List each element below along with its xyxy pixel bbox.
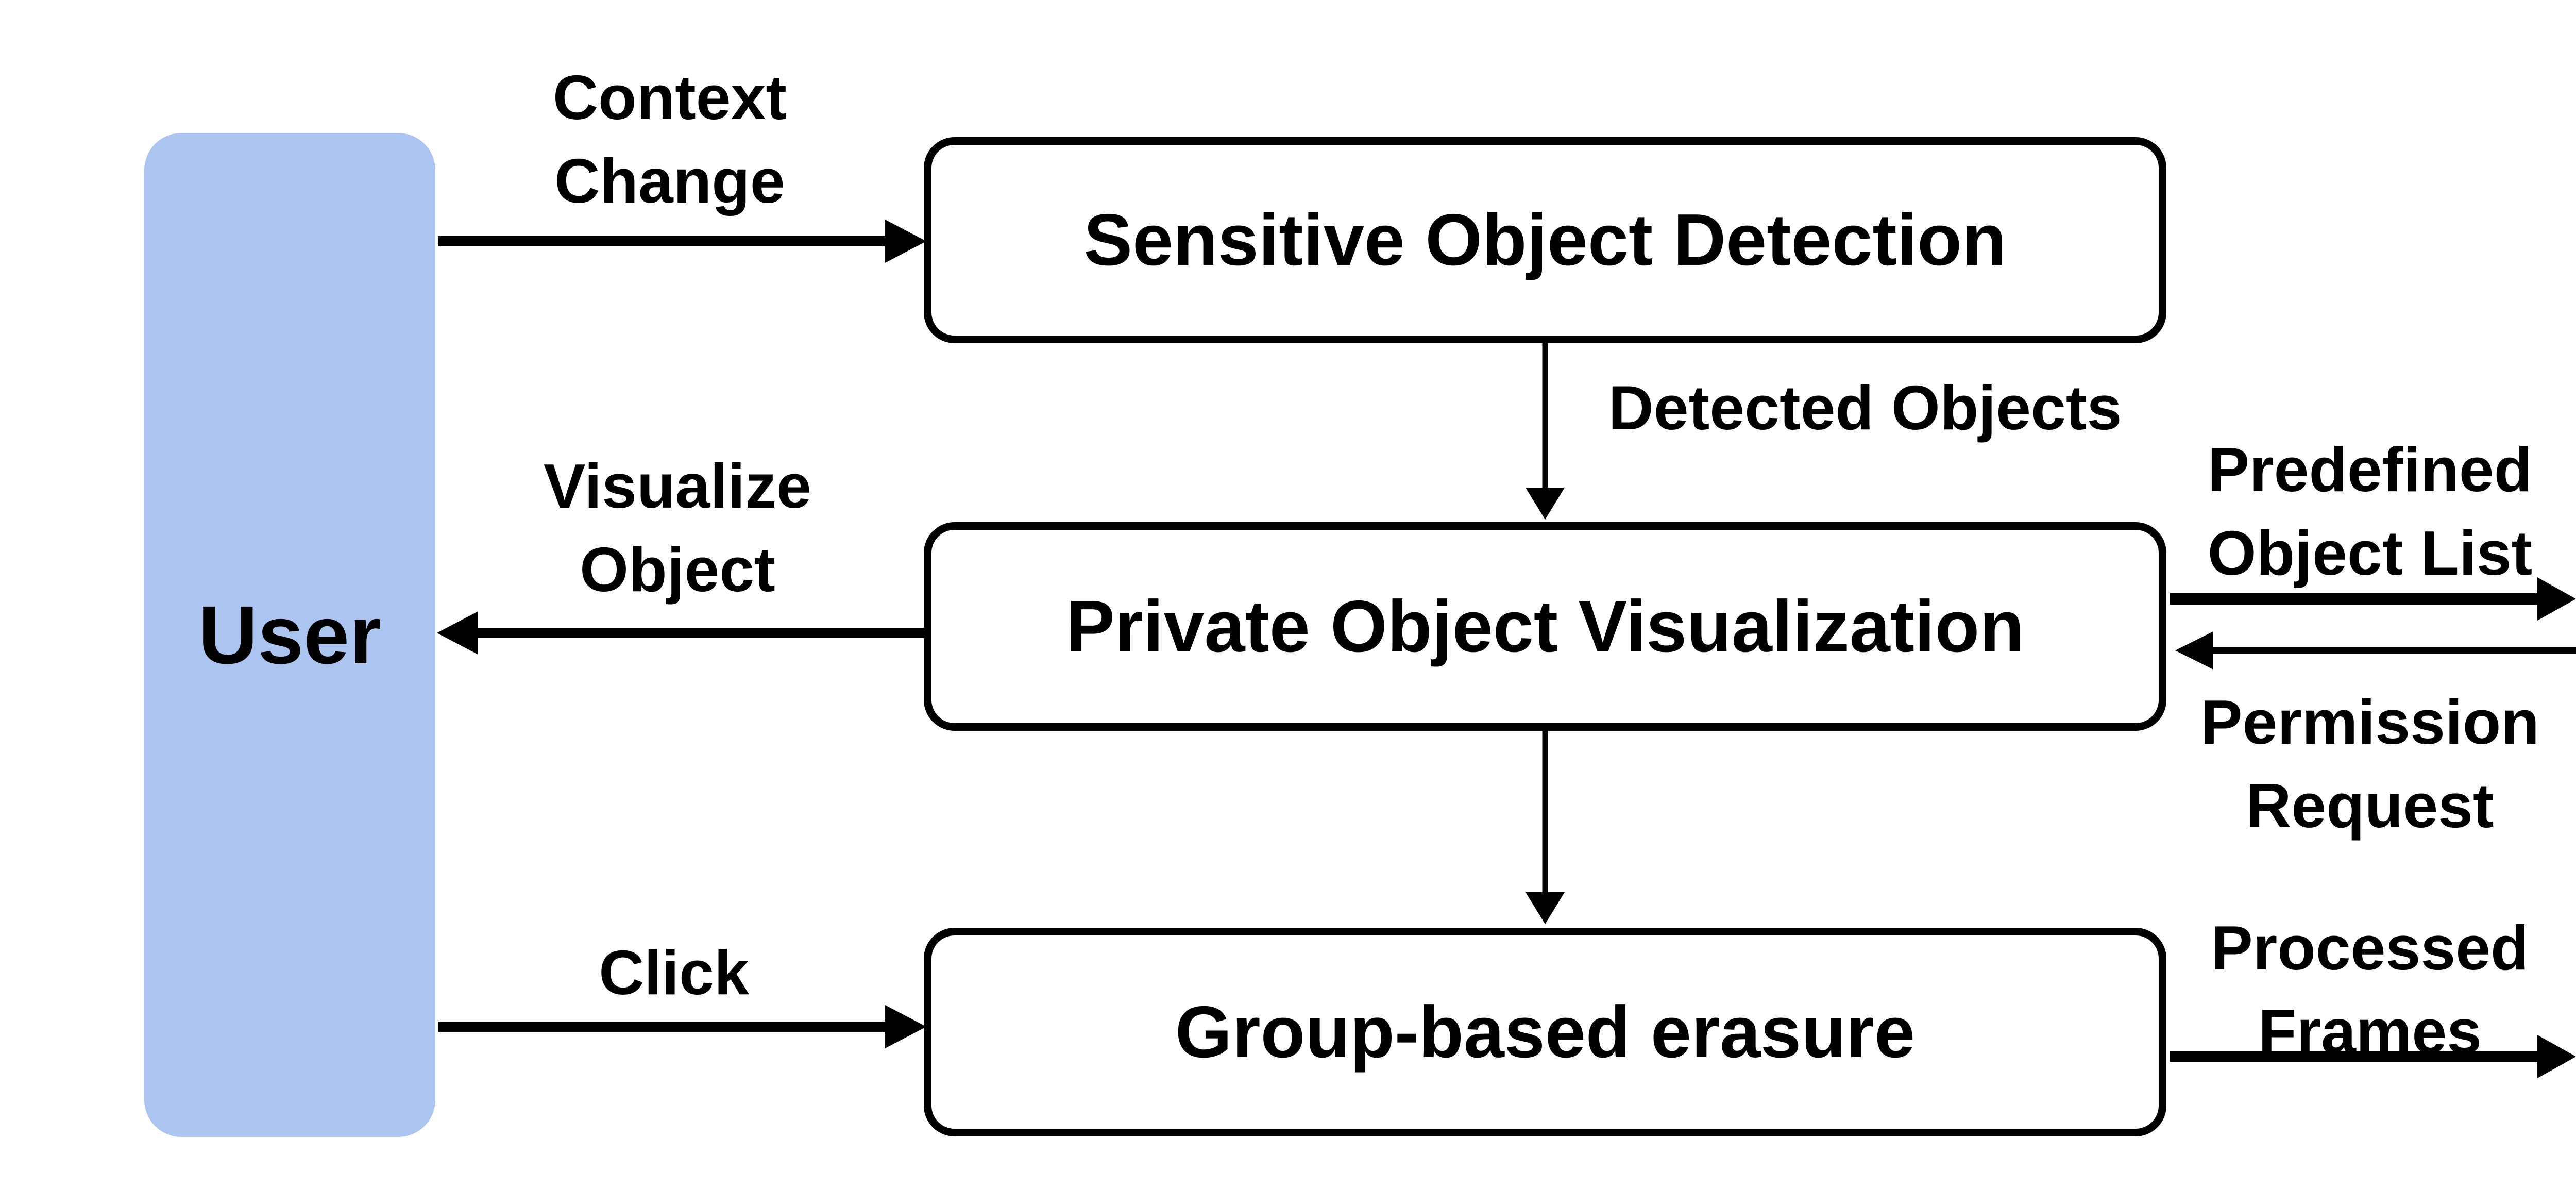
arrow-erasure-to-app xyxy=(2170,1035,2576,1078)
context-change-label: Context Change xyxy=(552,62,787,216)
processed-frames-label: Processed Frames xyxy=(2211,913,2529,1066)
visualize-object-label: Visualize Object xyxy=(544,451,811,605)
arrow-user-to-erasure xyxy=(438,1005,926,1048)
sensitive-object-detection-box: Sensitive Object Detection xyxy=(924,137,2166,343)
arrow-visualization-to-user xyxy=(437,611,924,655)
arrow-visualization-to-app xyxy=(2170,577,2576,621)
detected-objects-label: Detected Objects xyxy=(1608,373,2122,443)
predefined-object-list-label: Predefined Object List xyxy=(2207,434,2533,588)
arrow-app-to-visualization xyxy=(2175,631,2576,670)
arrow-detection-to-visualization xyxy=(1526,341,1565,520)
private-object-visualization-box: Private Object Visualization xyxy=(924,522,2166,731)
permission-request-label: Permission Request xyxy=(2200,687,2539,841)
private-object-visualization-label: Private Object Visualization xyxy=(1066,585,2024,667)
group-based-erasure-box: Group-based erasure xyxy=(924,928,2166,1136)
arrow-visualization-to-erasure xyxy=(1526,731,1565,924)
arrow-user-to-detection xyxy=(438,220,926,263)
group-based-erasure-label: Group-based erasure xyxy=(1175,991,1916,1073)
click-label: Click xyxy=(599,938,749,1008)
sensitive-object-detection-label: Sensitive Object Detection xyxy=(1083,199,2007,281)
user-actor-box: User xyxy=(144,133,435,1137)
user-actor-label: User xyxy=(198,589,382,681)
